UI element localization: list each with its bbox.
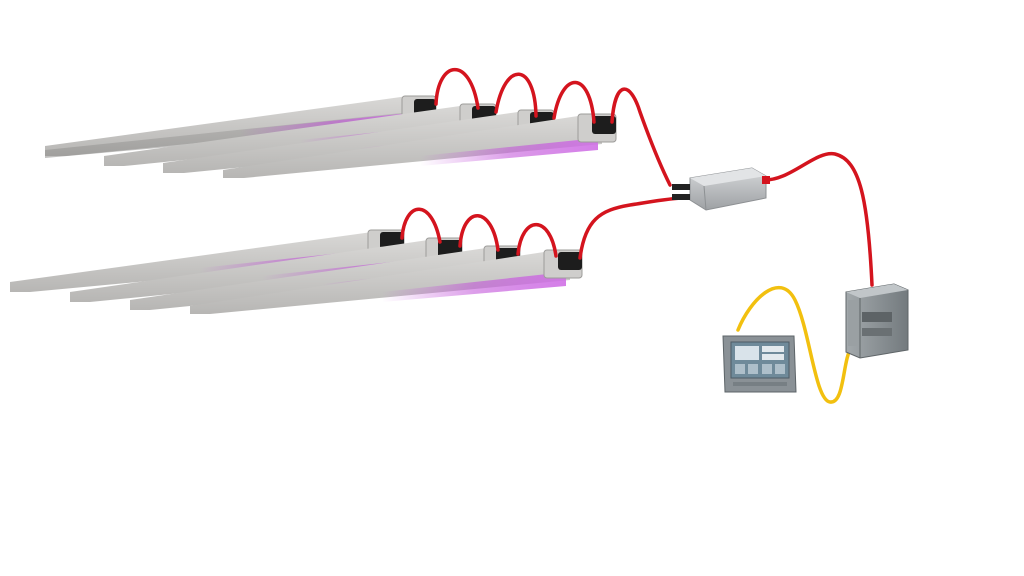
power-supply-box-icon bbox=[672, 167, 770, 211]
light-bar-group-lower bbox=[10, 229, 583, 314]
connector-icon bbox=[592, 116, 616, 134]
led-light-bar-icon bbox=[190, 249, 583, 314]
light-bar-group-upper bbox=[45, 95, 617, 178]
touch-panel-hmi-icon bbox=[722, 335, 797, 393]
plc-controller-icon bbox=[845, 283, 909, 359]
connector-icon bbox=[558, 252, 582, 270]
data-cable bbox=[736, 285, 854, 404]
power-cables bbox=[400, 67, 874, 287]
led-light-bar-icon bbox=[223, 113, 617, 178]
